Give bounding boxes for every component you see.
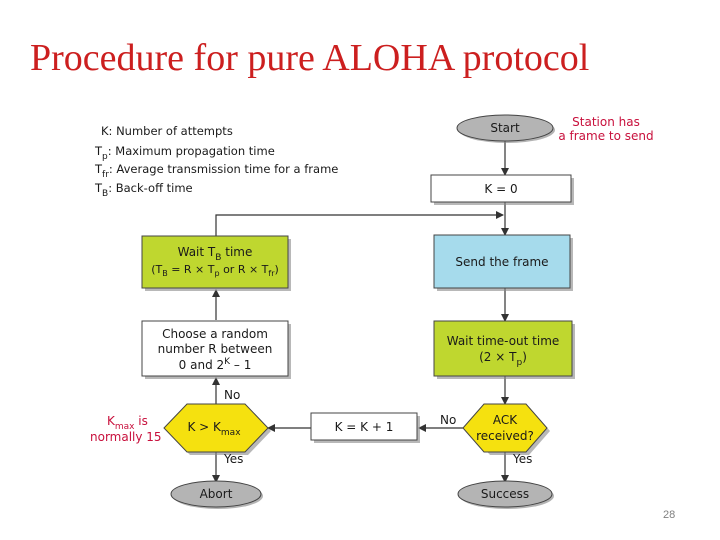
legend-tb: TB: Back-off time [94,181,193,199]
svg-text:Wait time-out time: Wait time-out time [447,334,560,348]
k-zero-box: K = 0 [430,174,574,205]
kmax-note: Kmax is normally 15 [90,414,162,444]
svg-text:(TB = R × Tp or R × Tfr): (TB = R × Tp or R × Tfr) [151,263,279,278]
kmax-no-label: No [224,388,240,402]
svg-text:Kmax is: Kmax is [107,414,148,432]
svg-text:Start: Start [490,121,520,135]
svg-text:number R between: number R between [158,342,273,356]
svg-text:normally 15: normally 15 [90,430,162,444]
svg-text:Abort: Abort [200,487,233,501]
abort-node: Abort [170,480,263,509]
kmax-decision: K > Kmax [163,403,271,455]
edge-backoff-loop [215,211,504,236]
legend-tp: Tp: Maximum propagation time [94,144,275,162]
svg-text:Choose a random: Choose a random [162,327,268,341]
connectors [212,140,509,483]
svg-text:Station has: Station has [572,115,640,129]
svg-text:Send the frame: Send the frame [455,255,548,269]
svg-text:K = K + 1: K = K + 1 [335,420,394,434]
random-box: Choose a random number R between 0 and 2… [141,320,291,379]
svg-text:0 and 2K – 1: 0 and 2K – 1 [179,357,252,372]
svg-text:received?: received? [476,429,534,443]
edge-labels: No Yes Yes No [223,388,532,466]
kmax-yes-label: Yes [223,452,243,466]
backoff-box: Wait TB time (TB = R × Tp or R × Tfr) [141,235,291,291]
svg-text:K = 0: K = 0 [484,182,517,196]
legend-tfr: Tfr: Average transmission time for a fra… [94,162,338,180]
legend-k: K: Number of attempts [101,124,233,138]
start-node: Start [456,114,555,143]
station-note: Station has a frame to send [558,115,653,143]
svg-text:a frame to send: a frame to send [558,129,653,143]
increment-box: K = K + 1 [310,412,420,443]
svg-text:(2 × Tp): (2 × Tp) [479,350,527,368]
svg-text:K > Kmax: K > Kmax [187,420,241,438]
success-node: Success [457,480,554,509]
ack-no-label: No [440,413,456,427]
send-frame-box: Send the frame [433,234,573,291]
legend: K: Number of attempts Tp: Maximum propag… [94,124,338,199]
svg-text:Wait TB time: Wait TB time [178,245,253,263]
wait-timeout-box: Wait time-out time (2 × Tp) [433,320,575,379]
page-number: 28 [663,509,676,521]
slide-title: Procedure for pure ALOHA protocol [30,37,590,79]
ack-yes-label: Yes [512,452,532,466]
svg-text:ACK: ACK [493,413,518,427]
ack-decision: ACK received? [462,403,550,455]
svg-text:Success: Success [481,487,529,501]
